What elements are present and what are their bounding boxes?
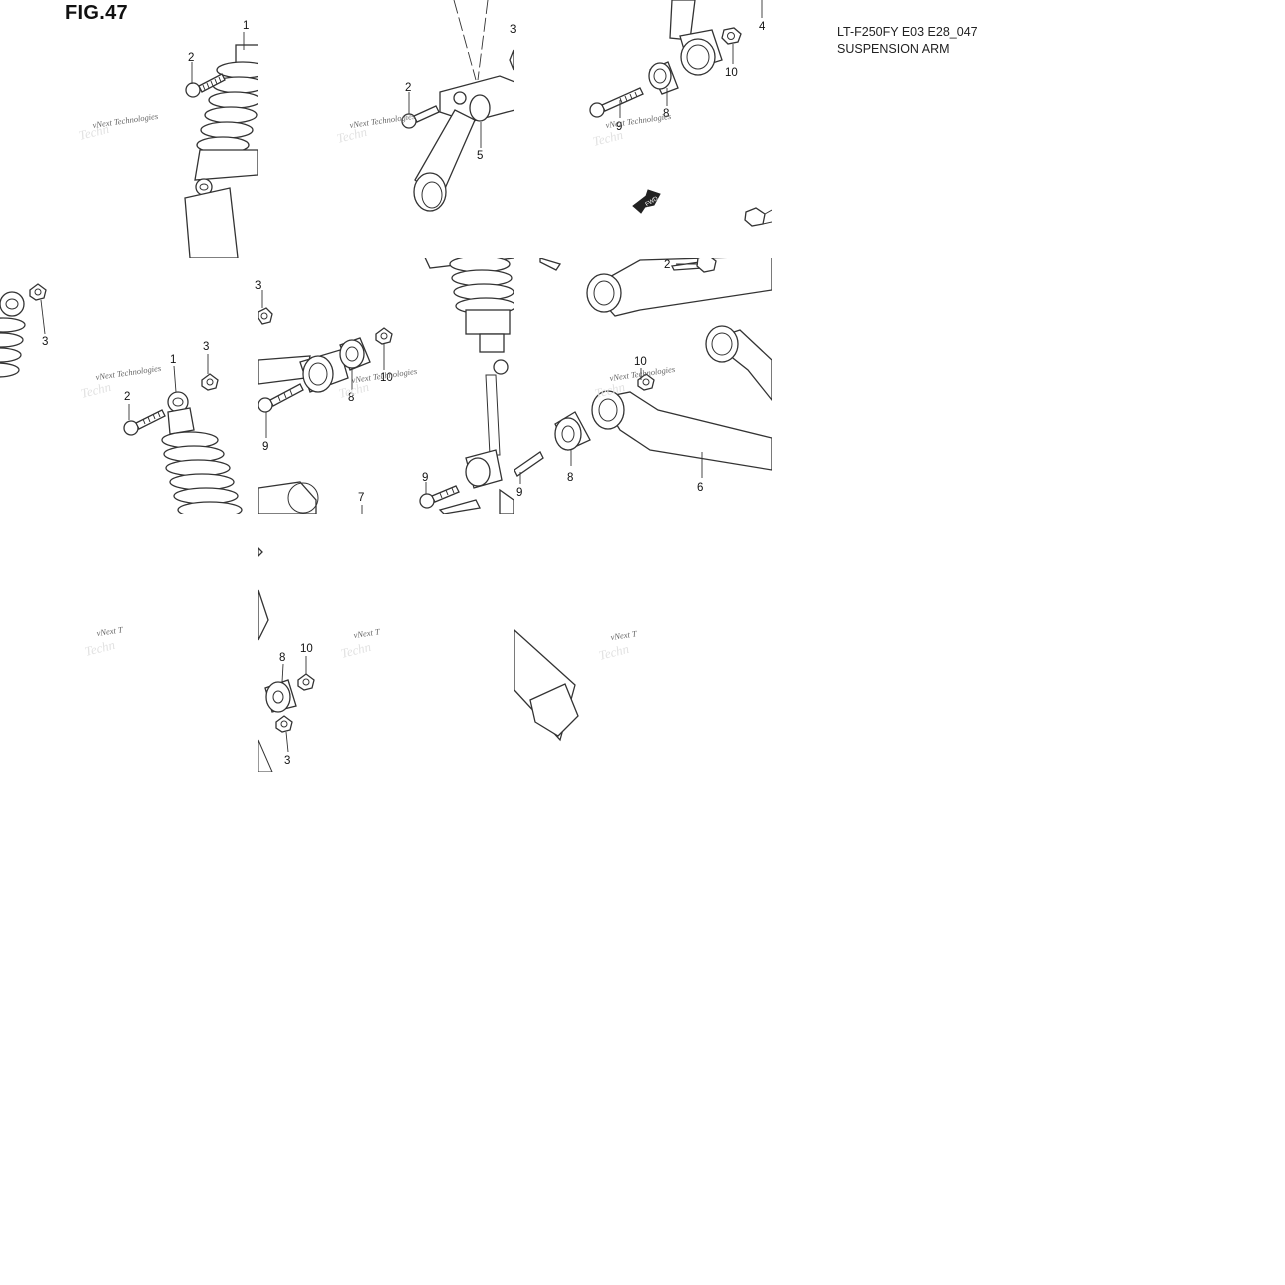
section-title: SUSPENSION ARM: [837, 42, 950, 56]
callout-3: 3: [203, 341, 209, 353]
svg-text:vNext Technologies: vNext Technologies: [95, 363, 162, 382]
callout-numbers: 1 2 2 5 3 4 10 8 9 3 3 3 1 2 10 8 9 7 2 …: [42, 20, 766, 767]
callout-10: 10: [634, 356, 647, 368]
watermarks: Techn vNext Technologies Techn vNext Tec…: [77, 111, 676, 663]
fwd-arrow-icon: FWD: [632, 189, 661, 214]
upper-arm-tile: [401, 0, 514, 212]
model-code: LT-F250FY E03 E28_047: [837, 25, 978, 39]
arm-end-tile: [514, 629, 579, 742]
figure-title: FIG.47: [65, 2, 128, 24]
shock-absorber-lower: [0, 283, 243, 514]
callout-8: 8: [348, 392, 354, 404]
nut-icon: [29, 283, 47, 301]
svg-text:Techn: Techn: [591, 127, 624, 149]
callout-7: 7: [358, 492, 364, 504]
callout-6: 6: [697, 482, 703, 494]
callout-3: 3: [510, 24, 516, 36]
svg-text:Techn: Techn: [337, 379, 370, 401]
svg-text:vNext T: vNext T: [610, 628, 639, 642]
callout-3: 3: [42, 336, 48, 348]
bolt-icon: [123, 409, 166, 436]
bolt-icon: [419, 485, 460, 509]
callout-2: 2: [188, 52, 194, 64]
bolt-icon: [514, 451, 544, 477]
nut-icon: [744, 207, 772, 227]
model-info: LT-F250FY E03 E28_047 SUSPENSION ARM: [837, 24, 978, 58]
nut-icon: [258, 307, 273, 325]
svg-text:Techn: Techn: [339, 639, 372, 661]
svg-text:vNext Technologies: vNext Technologies: [605, 111, 672, 130]
bushing-tile: FWD: [589, 0, 772, 227]
callout-2: 2: [405, 82, 411, 94]
callout-1: 1: [243, 20, 249, 32]
callout-10: 10: [380, 372, 393, 384]
shock-absorber-top: [184, 32, 258, 258]
svg-text:Techn: Techn: [77, 121, 110, 143]
bushing-bottom-tile: [258, 547, 315, 772]
svg-text:Techn: Techn: [335, 124, 368, 146]
callout-10: 10: [300, 643, 313, 655]
callout-1: 1: [170, 354, 176, 366]
svg-text:Techn: Techn: [79, 379, 112, 401]
nut-icon: [275, 715, 293, 733]
callout-4: 4: [759, 21, 766, 33]
callout-10: 10: [725, 67, 738, 79]
callout-9: 9: [516, 487, 522, 499]
lower-arm-tile: [514, 258, 772, 484]
nut-icon: [637, 373, 655, 391]
svg-text:vNext T: vNext T: [96, 624, 125, 638]
callout-9: 9: [616, 121, 622, 133]
svg-text:vNext T: vNext T: [353, 626, 382, 640]
callout-3: 3: [255, 280, 261, 292]
callout-9: 9: [422, 472, 428, 484]
callout-2: 2: [664, 259, 670, 271]
middle-tile: [258, 258, 514, 514]
callout-8: 8: [663, 108, 669, 120]
nut-icon: [721, 27, 742, 45]
svg-text:Techn: Techn: [597, 641, 630, 663]
nut-icon: [201, 373, 219, 391]
bolt-icon: [258, 383, 304, 413]
callout-5: 5: [477, 150, 483, 162]
bolt-icon: [589, 87, 644, 118]
callout-2: 2: [124, 391, 130, 403]
callout-9: 9: [262, 441, 268, 453]
callout-8: 8: [567, 472, 573, 484]
callout-3: 3: [284, 755, 290, 767]
svg-text:Techn: Techn: [83, 637, 116, 659]
svg-text:vNext Technologies: vNext Technologies: [92, 111, 159, 130]
callout-8: 8: [279, 652, 285, 664]
svg-text:Techn: Techn: [593, 379, 626, 401]
nut-icon: [297, 673, 315, 691]
nut-icon: [375, 327, 393, 345]
bolt-icon: [185, 73, 226, 98]
